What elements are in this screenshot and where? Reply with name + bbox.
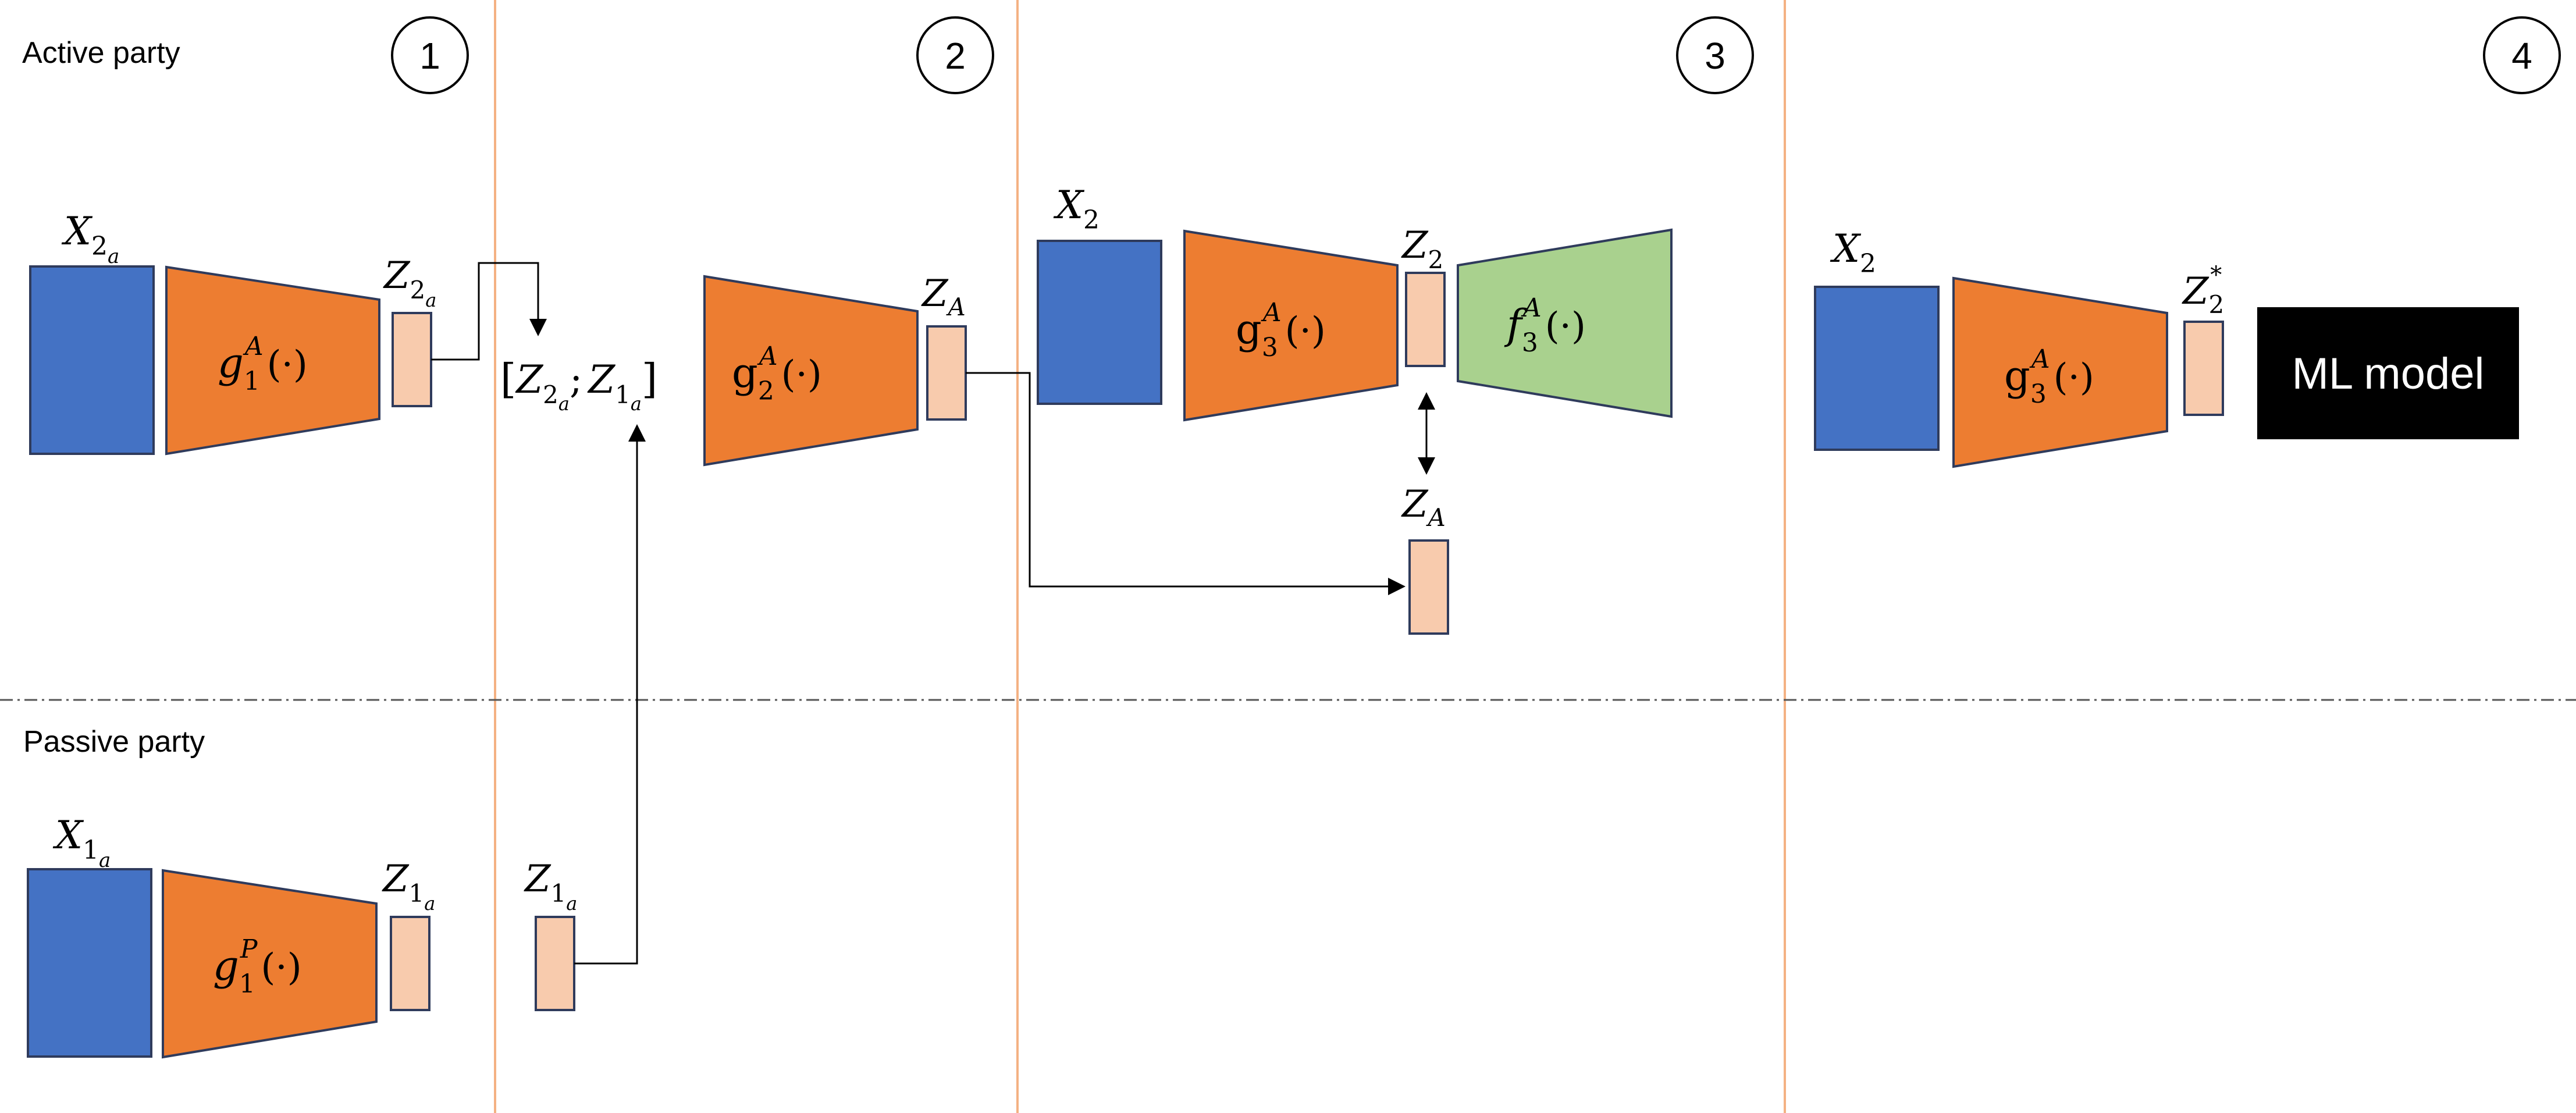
f3a-label: f3A(·) (1504, 293, 1586, 358)
g3a-label: g3A(·) (1236, 298, 1326, 362)
input-x2a-block (29, 265, 155, 455)
z1a-sent-label: Z1a (524, 858, 577, 915)
step-4-number: 4 (2511, 35, 2532, 77)
step-3-badge: 3 (1676, 16, 1754, 94)
step-1-badge: 1 (391, 16, 469, 94)
step-2-number: 2 (945, 35, 966, 77)
arrow-za-to-step3 (966, 372, 1406, 595)
encoder-g3a-step4 (1952, 276, 2168, 468)
z2-label: Z2 (1401, 224, 1443, 274)
g1p-label: g1P(·) (213, 934, 302, 999)
active-party-label: Active party (22, 36, 180, 70)
embedding-z1a-sent (535, 916, 575, 1011)
embedding-z2 (1405, 272, 1446, 367)
za-label: ZA (921, 272, 966, 321)
x2-step4-label: X2 (1830, 226, 1876, 279)
x2a-label: X2a (61, 209, 119, 268)
za-step3-label: ZA (1401, 483, 1446, 532)
ml-model-label: ML model (2292, 349, 2485, 399)
embedding-z2-star (2183, 321, 2224, 416)
step-1-number: 1 (419, 35, 440, 77)
encoder-g3a (1183, 229, 1399, 422)
step-2-badge: 2 (916, 16, 994, 94)
z2a-label: Z2a (383, 254, 436, 311)
encoder-g1a (165, 265, 380, 456)
embedding-z2a (392, 312, 432, 407)
input-x2-block-step4 (1814, 286, 1940, 451)
encoder-g2a (703, 275, 919, 467)
g2a-label: g2A(·) (732, 342, 822, 406)
passive-party-label: Passive party (23, 725, 205, 759)
step-4-badge: 4 (2483, 16, 2561, 94)
decoder-f3a (1457, 228, 1673, 418)
ml-model-block (2257, 307, 2519, 439)
encoder-g1p (162, 869, 378, 1059)
concat-label: [Z2a;Z1a] (500, 355, 657, 415)
embedding-za (926, 325, 967, 421)
arrow-z2a-to-concat (431, 262, 547, 361)
z1a-label: Z1a (382, 858, 435, 915)
z2-star-label: Z2* (2182, 262, 2224, 319)
input-x2-block (1037, 240, 1162, 405)
g1a-label: g1A(·) (218, 332, 308, 396)
x1a-label: X1a (52, 813, 111, 872)
x2-label: X2 (1053, 183, 1100, 235)
arrow-z1a-to-concat (574, 424, 646, 965)
embedding-z1a (390, 916, 430, 1011)
input-x1a-block (27, 868, 152, 1058)
embedding-za-step3 (1408, 539, 1449, 635)
g3a-step4-label: g3A(·) (2004, 344, 2094, 409)
step-3-number: 3 (1705, 35, 1725, 77)
